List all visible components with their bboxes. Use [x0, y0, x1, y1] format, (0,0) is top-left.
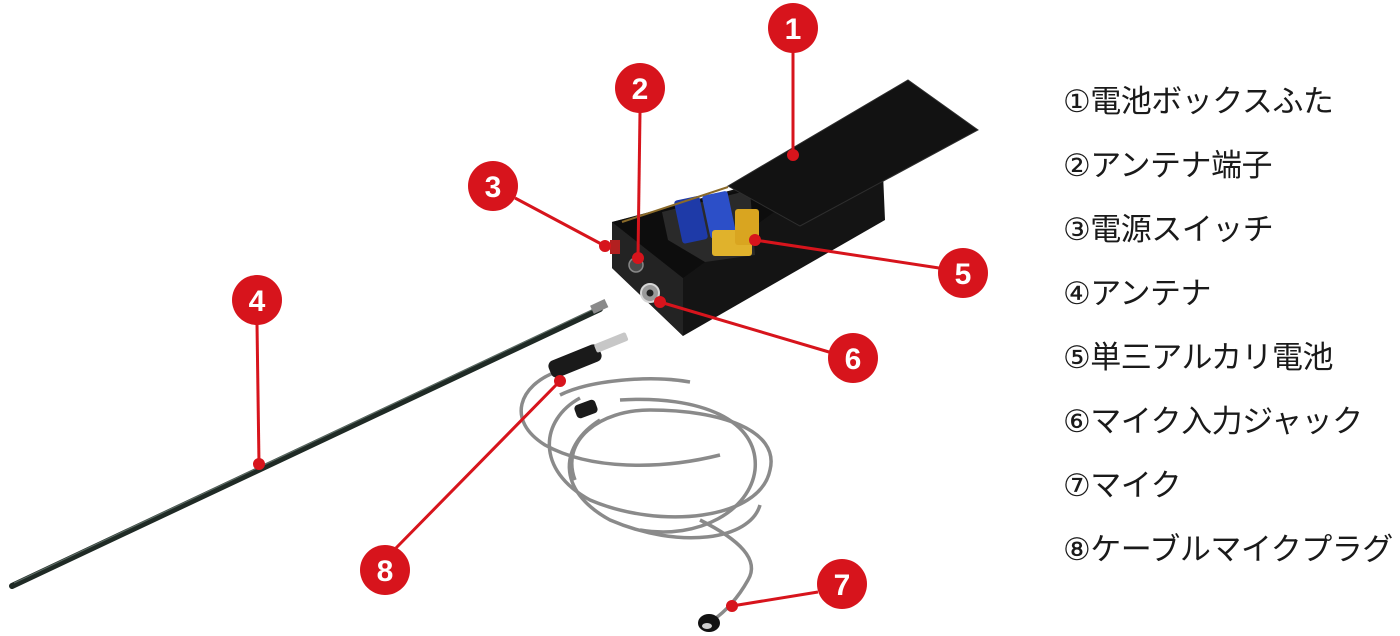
- callout-line-2: [636, 111, 642, 259]
- legend-item-battery: ⑤単三アルカリ電池: [1063, 340, 1334, 376]
- legend-item-power-switch: ③電源スイッチ: [1063, 212, 1274, 248]
- callout-badges: 1 2 3 4 5 6 7 8: [232, 3, 988, 609]
- mic-plug: [548, 332, 629, 378]
- callout-dot-5: [749, 234, 761, 246]
- battery-lid: [726, 79, 979, 227]
- legend-item-battery-lid: ①電池ボックスふた: [1063, 84, 1334, 120]
- legend-item-mic-jack: ⑥マイク入力ジャック: [1063, 404, 1363, 440]
- callout-dot-2: [632, 252, 644, 264]
- callout-dot-7: [726, 600, 738, 612]
- callout-circle-4: [232, 275, 282, 325]
- callout-badge-5: 5: [938, 248, 988, 298]
- antenna-rod: [9, 298, 609, 589]
- callout-badge-4: 4: [232, 275, 282, 325]
- callout-leaders: [253, 52, 940, 612]
- callout-circle-7: [817, 559, 867, 609]
- callout-line-3: [514, 196, 606, 248]
- battery-compartment: [662, 190, 759, 262]
- callout-badge-8: 8: [360, 545, 410, 595]
- callout-number-7: 7: [834, 569, 851, 602]
- legend-item-antenna: ④アンテナ: [1063, 276, 1212, 312]
- callout-number-6: 6: [845, 343, 862, 376]
- callout-badge-6: 6: [828, 333, 878, 383]
- parts-legend: ①電池ボックスふた ②アンテナ端子 ③電源スイッチ ④アンテナ ⑤単三アルカリ電…: [1063, 70, 1393, 582]
- legend-item-cable-plug: ⑧ケーブルマイクプラグ: [1063, 532, 1393, 568]
- callout-circle-2: [615, 63, 665, 113]
- callout-dot-4: [253, 458, 265, 470]
- callout-line-8: [394, 379, 562, 550]
- legend-item-antenna-terminal: ②アンテナ端子: [1063, 148, 1273, 184]
- microphone-head: [698, 614, 720, 632]
- callout-line-6: [659, 300, 830, 354]
- callout-number-4: 4: [249, 285, 266, 318]
- callout-circle-6: [828, 333, 878, 383]
- transmitter-box: [610, 79, 979, 336]
- callout-line-4: [255, 323, 261, 465]
- power-switch: [610, 240, 620, 254]
- callout-number-2: 2: [632, 73, 649, 106]
- callout-dot-8: [554, 375, 566, 387]
- callout-number-8: 8: [377, 555, 394, 588]
- callout-number-5: 5: [955, 258, 972, 291]
- callout-line-7: [731, 590, 819, 608]
- legend-item-microphone: ⑦マイク: [1063, 468, 1182, 504]
- mic-cable: [519, 370, 773, 622]
- callout-badge-7: 7: [817, 559, 867, 609]
- callout-badge-2: 2: [615, 63, 665, 113]
- callout-line-5: [754, 238, 940, 270]
- callout-dot-3: [599, 240, 611, 252]
- cable-clip: [574, 399, 598, 419]
- callout-circle-1: [768, 3, 818, 53]
- callout-dot-6: [654, 296, 666, 308]
- callout-circle-3: [468, 161, 518, 211]
- callout-badge-3: 3: [468, 161, 518, 211]
- callout-number-3: 3: [485, 171, 502, 204]
- callout-circle-8: [360, 545, 410, 595]
- callout-number-1: 1: [785, 13, 802, 46]
- callout-dot-1: [787, 149, 799, 161]
- callout-badge-1: 1: [768, 3, 818, 53]
- callout-circle-5: [938, 248, 988, 298]
